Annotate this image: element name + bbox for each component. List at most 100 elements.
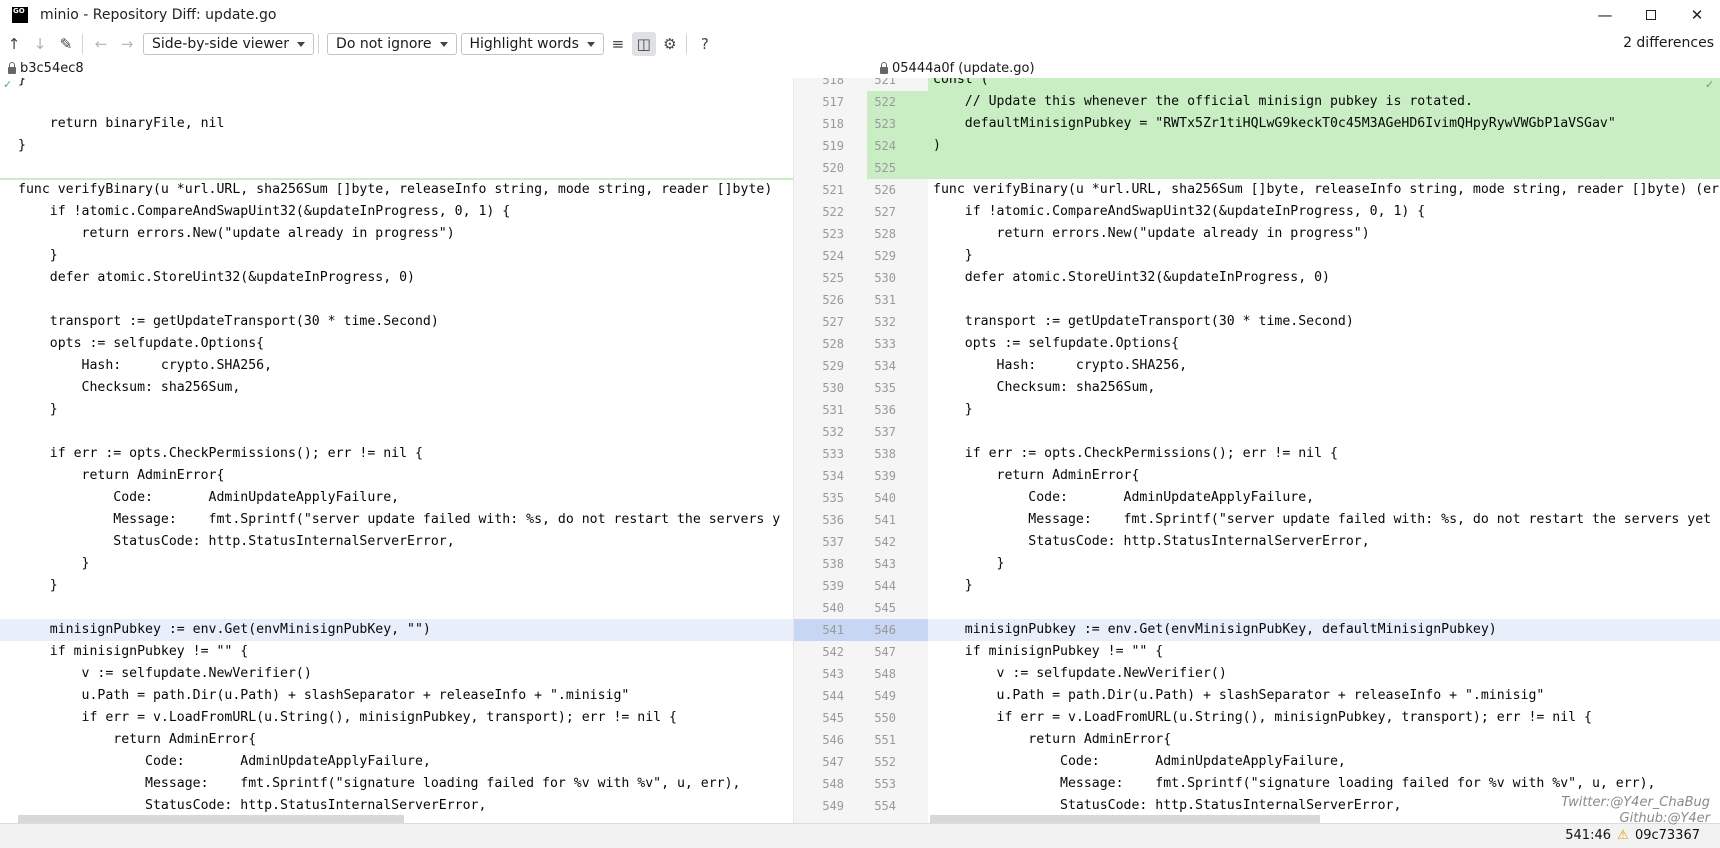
code-line[interactable]: Code: AdminUpdateApplyFailure, (928, 751, 1720, 773)
code-line[interactable]: return AdminError{ (0, 465, 793, 487)
settings-button[interactable]: ⚙ (658, 32, 682, 56)
code-line[interactable]: minisignPubkey := env.Get(envMinisignPub… (0, 619, 793, 641)
code-line[interactable]: StatusCode: http.StatusInternalServerErr… (0, 531, 793, 553)
code-line[interactable]: } (0, 553, 793, 575)
code-line[interactable] (928, 289, 1720, 311)
next-difference-button[interactable]: ↓ (28, 32, 52, 56)
code-line[interactable]: } (0, 399, 793, 421)
viewer-dropdown[interactable]: Side-by-side viewer (143, 33, 315, 55)
code-line[interactable]: } (928, 399, 1720, 421)
left-line-number: 536 (822, 513, 844, 527)
code-line[interactable]: // Update this whenever the official min… (928, 91, 1720, 113)
code-line[interactable]: if minisignPubkey != "" { (0, 641, 793, 663)
code-line[interactable]: defer atomic.StoreUint32(&updateInProgre… (0, 267, 793, 289)
forward-button[interactable]: → (115, 32, 139, 56)
sync-scroll-button[interactable]: ◫ (631, 32, 656, 56)
code-line[interactable] (0, 157, 793, 179)
edit-source-button[interactable]: ✎ (54, 32, 78, 56)
code-line[interactable]: u.Path = path.Dir(u.Path) + slashSeparat… (0, 685, 793, 707)
code-line[interactable]: StatusCode: http.StatusInternalServerErr… (928, 531, 1720, 553)
code-line[interactable]: return errors.New("update already in pro… (928, 223, 1720, 245)
code-line[interactable]: Message: fmt.Sprintf("signature loading … (0, 773, 793, 795)
code-line[interactable]: v := selfupdate.NewVerifier() (928, 663, 1720, 685)
previous-difference-button[interactable]: ↑ (2, 32, 26, 56)
right-line-number: 535 (874, 381, 896, 395)
code-line[interactable]: opts := selfupdate.Options{ (0, 333, 793, 355)
code-line[interactable]: transport := getUpdateTransport(30 * tim… (0, 311, 793, 333)
code-line[interactable]: return errors.New("update already in pro… (0, 223, 793, 245)
code-line[interactable]: const ( (928, 78, 1720, 91)
close-button[interactable]: ✕ (1674, 0, 1720, 30)
code-line[interactable]: Hash: crypto.SHA256, (0, 355, 793, 377)
collapse-unchanged-button[interactable]: ≡ (606, 32, 630, 56)
code-line[interactable]: } (0, 245, 793, 267)
code-line[interactable]: if minisignPubkey != "" { (928, 641, 1720, 663)
code-line[interactable] (0, 597, 793, 619)
code-line[interactable]: } (928, 553, 1720, 575)
code-line[interactable]: } (0, 575, 793, 597)
code-line[interactable] (0, 91, 793, 113)
code-line[interactable]: ) (928, 135, 1720, 157)
code-line[interactable]: } (928, 245, 1720, 267)
code-line[interactable]: u.Path = path.Dir(u.Path) + slashSeparat… (928, 685, 1720, 707)
code-text: return AdminError{ (18, 732, 257, 747)
code-line[interactable] (928, 157, 1720, 179)
minimize-button[interactable]: — (1582, 0, 1628, 30)
code-line[interactable]: defer atomic.StoreUint32(&updateInProgre… (928, 267, 1720, 289)
code-line[interactable]: Message: fmt.Sprintf("signature loading … (928, 773, 1720, 795)
right-horizontal-scrollbar[interactable] (930, 815, 1320, 823)
code-line[interactable]: Code: AdminUpdateApplyFailure, (0, 487, 793, 509)
code-line[interactable]: } (0, 78, 793, 91)
code-line[interactable]: return AdminError{ (928, 729, 1720, 751)
code-line[interactable]: Code: AdminUpdateApplyFailure, (0, 751, 793, 773)
code-line[interactable]: if err := opts.CheckPermissions(); err !… (928, 443, 1720, 465)
code-line[interactable]: opts := selfupdate.Options{ (928, 333, 1720, 355)
code-line[interactable]: func verifyBinary(u *url.URL, sha256Sum … (0, 179, 793, 201)
code-line[interactable]: Checksum: sha256Sum, (928, 377, 1720, 399)
code-line[interactable]: Message: fmt.Sprintf("server update fail… (928, 509, 1720, 531)
code-text: v := selfupdate.NewVerifier() (18, 666, 312, 681)
code-line[interactable] (0, 289, 793, 311)
maximize-button[interactable] (1628, 0, 1674, 30)
code-line[interactable]: StatusCode: http.StatusInternalServerErr… (0, 795, 793, 817)
code-line[interactable]: Message: fmt.Sprintf("server update fail… (0, 509, 793, 531)
code-line[interactable]: Code: AdminUpdateApplyFailure, (928, 487, 1720, 509)
code-line[interactable] (928, 421, 1720, 443)
code-line[interactable] (928, 597, 1720, 619)
code-line[interactable]: minisignPubkey := env.Get(envMinisignPub… (928, 619, 1720, 641)
code-line[interactable]: if err := opts.CheckPermissions(); err !… (0, 443, 793, 465)
left-horizontal-scrollbar[interactable] (18, 815, 404, 823)
code-line[interactable]: Hash: crypto.SHA256, (928, 355, 1720, 377)
cursor-position[interactable]: 541:46 (1565, 828, 1612, 843)
help-button[interactable]: ? (693, 32, 717, 56)
code-line[interactable]: } (0, 135, 793, 157)
code-line[interactable]: return AdminError{ (0, 729, 793, 751)
code-line[interactable]: v := selfupdate.NewVerifier() (0, 663, 793, 685)
code-text: transport := getUpdateTransport(30 * tim… (18, 314, 439, 329)
left-editor-pane[interactable]: } return binaryFile, nil} func verifyBina… (0, 78, 793, 823)
toolbar-separator (82, 34, 83, 54)
back-button[interactable]: ← (89, 32, 113, 56)
code-line[interactable] (0, 421, 793, 443)
code-text: if err := opts.CheckPermissions(); err !… (18, 446, 423, 461)
code-line[interactable]: if !atomic.CompareAndSwapUint32(&updateI… (0, 201, 793, 223)
code-line[interactable]: defaultMinisignPubkey = "RWTx5Zr1tiHQLwG… (928, 113, 1720, 135)
code-line[interactable]: if err = v.LoadFromURL(u.String(), minis… (0, 707, 793, 729)
right-editor-pane[interactable]: const ( // Update this whenever the offi… (928, 78, 1720, 823)
code-line[interactable]: StatusCode: http.StatusInternalServerErr… (928, 795, 1720, 817)
code-line[interactable]: Checksum: sha256Sum, (0, 377, 793, 399)
code-line[interactable]: return AdminError{ (928, 465, 1720, 487)
code-line[interactable]: return binaryFile, nil (0, 113, 793, 135)
whitespace-dropdown[interactable]: Do not ignore (327, 33, 457, 55)
code-line[interactable]: transport := getUpdateTransport(30 * tim… (928, 311, 1720, 333)
code-line[interactable]: if !atomic.CompareAndSwapUint32(&updateI… (928, 201, 1720, 223)
highlight-dropdown[interactable]: Highlight words (460, 33, 604, 55)
code-line[interactable]: func verifyBinary(u *url.URL, sha256Sum … (928, 179, 1720, 201)
code-line[interactable]: if err = v.LoadFromURL(u.String(), minis… (928, 707, 1720, 729)
code-line[interactable]: } (928, 575, 1720, 597)
